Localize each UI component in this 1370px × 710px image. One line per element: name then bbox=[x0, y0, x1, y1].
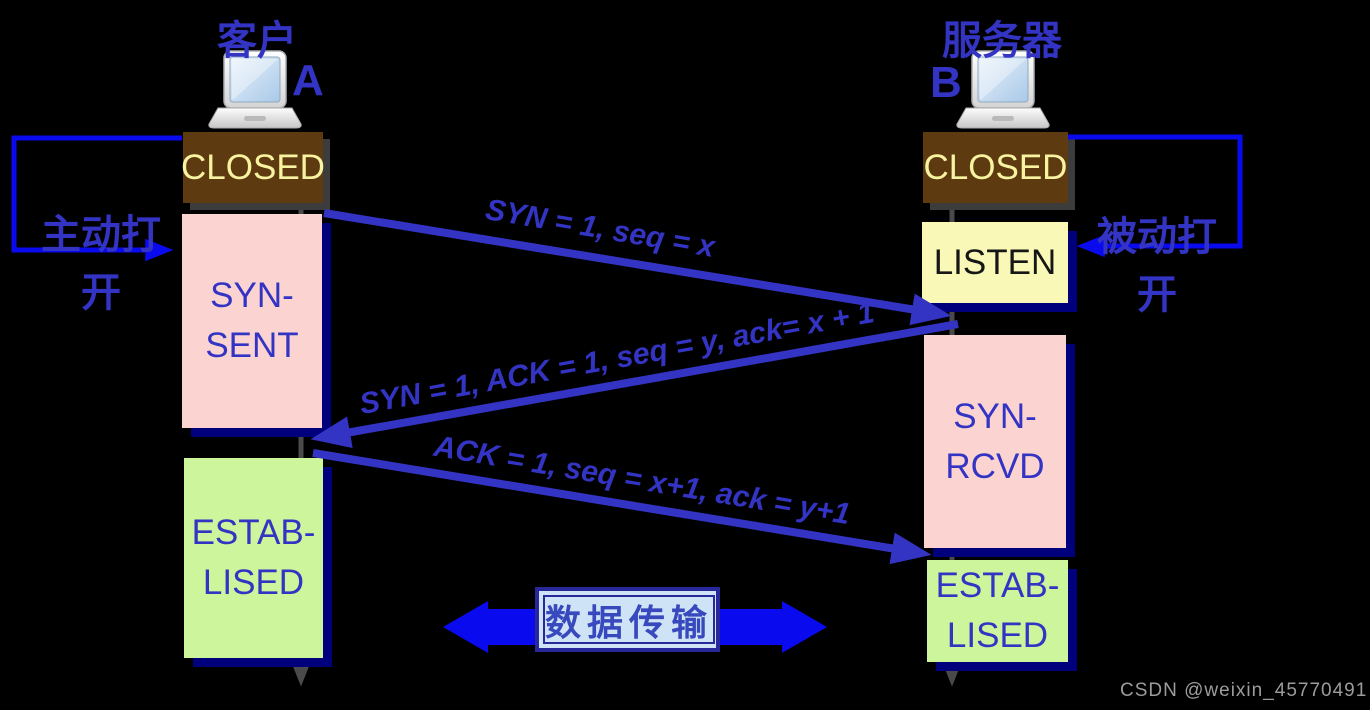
server-state-box-closed: CLOSED bbox=[923, 132, 1068, 203]
client-state-box-established: ESTAB- LISED bbox=[184, 458, 323, 658]
client-state-box-syn-sent: SYN- SENT bbox=[182, 214, 322, 428]
message-arrow-syn-ack bbox=[310, 320, 959, 449]
client-state-label-closed: CLOSED bbox=[181, 147, 325, 187]
server-state-label-estab-line2: LISED bbox=[946, 616, 1049, 655]
client-state-box-closed: CLOSED bbox=[181, 132, 325, 203]
server-state-label-estab-line1: ESTAB- bbox=[935, 566, 1060, 605]
data-transfer-label: 数据传输 bbox=[545, 602, 714, 643]
data-transfer-arrow-left bbox=[443, 601, 535, 653]
client-host-label: 客户 bbox=[217, 18, 297, 63]
server-state-label-syn-rcvd-line2: RCVD bbox=[945, 446, 1045, 486]
data-transfer-box: 数据传输 bbox=[535, 587, 720, 652]
server-state-label-syn-rcvd-line1: SYN- bbox=[953, 396, 1037, 436]
watermark: CSDN @weixin_45770491 bbox=[1120, 680, 1368, 701]
data-transfer-arrow-right bbox=[720, 601, 827, 653]
server-host-label: 服务器 bbox=[942, 18, 1062, 63]
server-state-label-closed: CLOSED bbox=[923, 147, 1068, 187]
server-state-box-listen: LISTEN bbox=[922, 222, 1068, 303]
passive-open-label: 被动打开 bbox=[1097, 214, 1217, 317]
data-transfer-box-inner: 数据传输 bbox=[543, 595, 716, 644]
client-state-label-syn-sent-line2: SENT bbox=[205, 326, 299, 365]
client-host-letter: A bbox=[292, 56, 324, 105]
server-laptop-icon bbox=[956, 50, 1050, 129]
server-host-letter: B bbox=[930, 58, 962, 107]
active-open-bracket-arrow bbox=[11, 135, 182, 262]
server-state-box-established: ESTAB- LISED bbox=[927, 560, 1068, 662]
client-state-label-estab-line2: LISED bbox=[202, 563, 305, 602]
server-state-box-syn-rcvd: SYN- RCVD bbox=[924, 335, 1066, 548]
client-state-label-syn-sent-line1: SYN- bbox=[210, 276, 294, 315]
client-state-label-estab-line1: ESTAB- bbox=[191, 513, 316, 552]
active-open-label: 主动打开 bbox=[41, 212, 161, 315]
message-arrow-syn bbox=[323, 209, 952, 326]
client-laptop-icon bbox=[208, 50, 302, 129]
passive-open-bracket-arrow bbox=[1068, 134, 1243, 258]
message-arrow-ack bbox=[312, 449, 932, 565]
server-state-label-listen: LISTEN bbox=[933, 242, 1057, 282]
